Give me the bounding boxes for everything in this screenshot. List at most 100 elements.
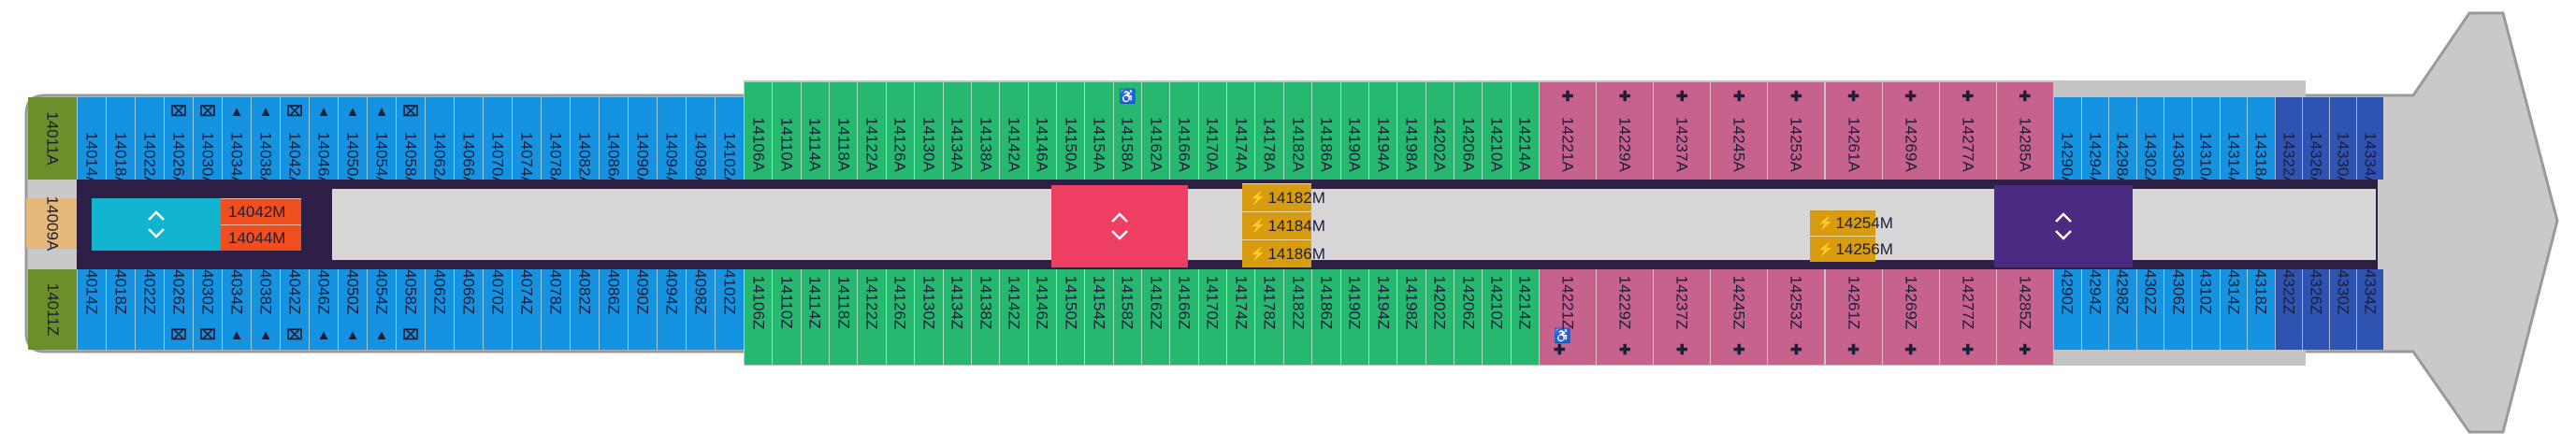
cabin-14150z[interactable]: 14150Z: [1055, 269, 1085, 365]
cabin-14206z[interactable]: 14206Z: [1454, 269, 1483, 365]
cabin-14210z[interactable]: 14210Z: [1482, 269, 1511, 365]
cabin-14182z[interactable]: 14182Z: [1282, 269, 1312, 365]
cabin-14054a[interactable]: ▲14054A: [367, 97, 396, 180]
cabin-14302a[interactable]: 14302A: [2135, 97, 2164, 180]
cabin-14162z[interactable]: 14162Z: [1141, 269, 1170, 365]
cabin-14086a[interactable]: 14086A: [599, 97, 628, 180]
cabin-14098z[interactable]: 14098Z: [686, 269, 715, 350]
cabin-14229a[interactable]: ✚14229A: [1596, 82, 1654, 180]
cabin-14198z[interactable]: 14198Z: [1397, 269, 1425, 365]
cabin-14285z[interactable]: ✚14285Z: [1995, 269, 2053, 365]
cabin-14102a[interactable]: 14102A: [715, 97, 744, 180]
cabin-14062a[interactable]: 14062A: [425, 97, 454, 180]
cabin-14178a[interactable]: 14178A: [1254, 82, 1283, 180]
cabin-14194a[interactable]: 14194A: [1368, 82, 1397, 180]
cabin-14102z[interactable]: 14102Z: [715, 269, 744, 350]
cabin-14174z[interactable]: 14174Z: [1226, 269, 1255, 365]
cabin-14018a[interactable]: 14018A: [106, 97, 135, 180]
cabin-14253z[interactable]: ✚14253Z: [1767, 269, 1825, 365]
cabin-14058a[interactable]: ⌧14058A: [396, 97, 425, 180]
cabin-14126a[interactable]: 14126A: [885, 82, 915, 180]
cabin-14166a[interactable]: 14166A: [1169, 82, 1198, 180]
cabin-14253a[interactable]: ✚14253A: [1767, 82, 1825, 180]
cabin-14078z[interactable]: 14078Z: [541, 269, 570, 350]
cabin-14022a[interactable]: 14022A: [135, 97, 164, 180]
cabin-14277a[interactable]: ✚14277A: [1938, 82, 1996, 180]
cabin-14146z[interactable]: 14146Z: [1027, 269, 1056, 365]
cabin-14110a[interactable]: 14110A: [772, 82, 801, 180]
cabin-14285a[interactable]: ✚14285A: [1995, 82, 2053, 180]
cabin-14126z[interactable]: 14126Z: [885, 269, 915, 365]
cabin-14054z[interactable]: ▲14054Z: [367, 269, 396, 350]
cabin-14074a[interactable]: 14074A: [512, 97, 541, 180]
cabin-14245a[interactable]: ✚14245A: [1710, 82, 1768, 180]
cabin-14050a[interactable]: ▲14050A: [338, 97, 367, 180]
cabin-14290a[interactable]: 14290A: [2053, 97, 2081, 180]
cabin-14314a[interactable]: 14314A: [2219, 97, 2248, 180]
cabin-14318a[interactable]: 14318A: [2247, 97, 2275, 180]
cabin-14098a[interactable]: 14098A: [686, 97, 715, 180]
cabin-14294a[interactable]: 14294A: [2080, 97, 2109, 180]
cabin-14261z[interactable]: ✚14261Z: [1824, 269, 1882, 365]
cabin-14118a[interactable]: 14118A: [829, 82, 858, 180]
cabin-14034a[interactable]: ▲14034A: [222, 97, 251, 180]
cabin-14214a[interactable]: 14214A: [1510, 82, 1540, 180]
cabin-14110z[interactable]: 14110Z: [772, 269, 801, 365]
cabin-14066z[interactable]: 14066Z: [454, 269, 483, 350]
cabin-14186a[interactable]: 14186A: [1311, 82, 1340, 180]
cabin-14011a[interactable]: 14011A: [28, 97, 77, 180]
cabin-14142z[interactable]: 14142Z: [999, 269, 1028, 365]
cabin-14186z[interactable]: 14186Z: [1311, 269, 1340, 365]
cabin-14256m[interactable]: ⚡14256M: [1810, 236, 1893, 262]
cabin-14237a[interactable]: ✚14237A: [1653, 82, 1711, 180]
cabin-14298a[interactable]: 14298A: [2108, 97, 2136, 180]
cabin-14009a[interactable]: 14009A: [26, 196, 77, 251]
cabin-14261a[interactable]: ✚14261A: [1824, 82, 1882, 180]
cabin-14306z[interactable]: 14306Z: [2164, 269, 2192, 350]
cabin-14154a[interactable]: 14154A: [1084, 82, 1113, 180]
cabin-14050z[interactable]: ▲14050Z: [338, 269, 367, 350]
cabin-14269z[interactable]: ✚14269Z: [1881, 269, 1939, 365]
cabin-14202z[interactable]: 14202Z: [1425, 269, 1454, 365]
cabin-14214z[interactable]: 14214Z: [1510, 269, 1540, 365]
cabin-14330a[interactable]: 14330A: [2329, 97, 2356, 180]
cabin-14082z[interactable]: 14082Z: [570, 269, 599, 350]
cabin-14326z[interactable]: 14326Z: [2302, 269, 2329, 350]
cabin-14146a[interactable]: 14146A: [1027, 82, 1056, 180]
cabin-14062z[interactable]: 14062Z: [425, 269, 454, 350]
cabin-14326a[interactable]: 14326A: [2302, 97, 2329, 180]
cabin-14190a[interactable]: 14190A: [1339, 82, 1368, 180]
cabin-14170a[interactable]: 14170A: [1197, 82, 1227, 180]
cabin-14022z[interactable]: 14022Z: [135, 269, 164, 350]
cabin-14290z[interactable]: 14290Z: [2053, 269, 2081, 350]
cabin-14310a[interactable]: 14310A: [2192, 97, 2220, 180]
cabin-14066a[interactable]: 14066A: [454, 97, 483, 180]
cabin-14042m[interactable]: 14042M: [221, 198, 301, 224]
cabin-14190z[interactable]: 14190Z: [1339, 269, 1368, 365]
cabin-14294z[interactable]: 14294Z: [2080, 269, 2109, 350]
cabin-14038z[interactable]: ▲14038Z: [251, 269, 280, 350]
cabin-14221z[interactable]: ♿✚14221Z: [1539, 269, 1597, 365]
cabin-14130a[interactable]: 14130A: [914, 82, 943, 180]
cabin-14138a[interactable]: 14138A: [970, 82, 1000, 180]
cabin-14106a[interactable]: 14106A: [744, 82, 773, 180]
cabin-14038a[interactable]: ▲14038A: [251, 97, 280, 180]
cabin-14011z[interactable]: 14011Z: [28, 269, 77, 350]
cabin-14310z[interactable]: 14310Z: [2192, 269, 2220, 350]
cabin-14026z[interactable]: ⌧14026Z: [164, 269, 193, 350]
cabin-14306a[interactable]: 14306A: [2164, 97, 2192, 180]
cabin-14134z[interactable]: 14134Z: [942, 269, 971, 365]
cabin-14118z[interactable]: 14118Z: [829, 269, 858, 365]
cabin-14334a[interactable]: 14334A: [2356, 97, 2383, 180]
cabin-14178z[interactable]: 14178Z: [1254, 269, 1283, 365]
cabin-14122a[interactable]: 14122A: [857, 82, 886, 180]
cabin-14194z[interactable]: 14194Z: [1368, 269, 1397, 365]
cabin-14082a[interactable]: 14082A: [570, 97, 599, 180]
cabin-14018z[interactable]: 14018Z: [106, 269, 135, 350]
cabin-14330z[interactable]: 14330Z: [2329, 269, 2356, 350]
cabin-14314z[interactable]: 14314Z: [2219, 269, 2248, 350]
cabin-14184m[interactable]: ⚡14184M: [1242, 211, 1325, 239]
cabin-14074z[interactable]: 14074Z: [512, 269, 541, 350]
cabin-14245z[interactable]: ✚14245Z: [1710, 269, 1768, 365]
cabin-14044m[interactable]: 14044M: [221, 224, 301, 251]
